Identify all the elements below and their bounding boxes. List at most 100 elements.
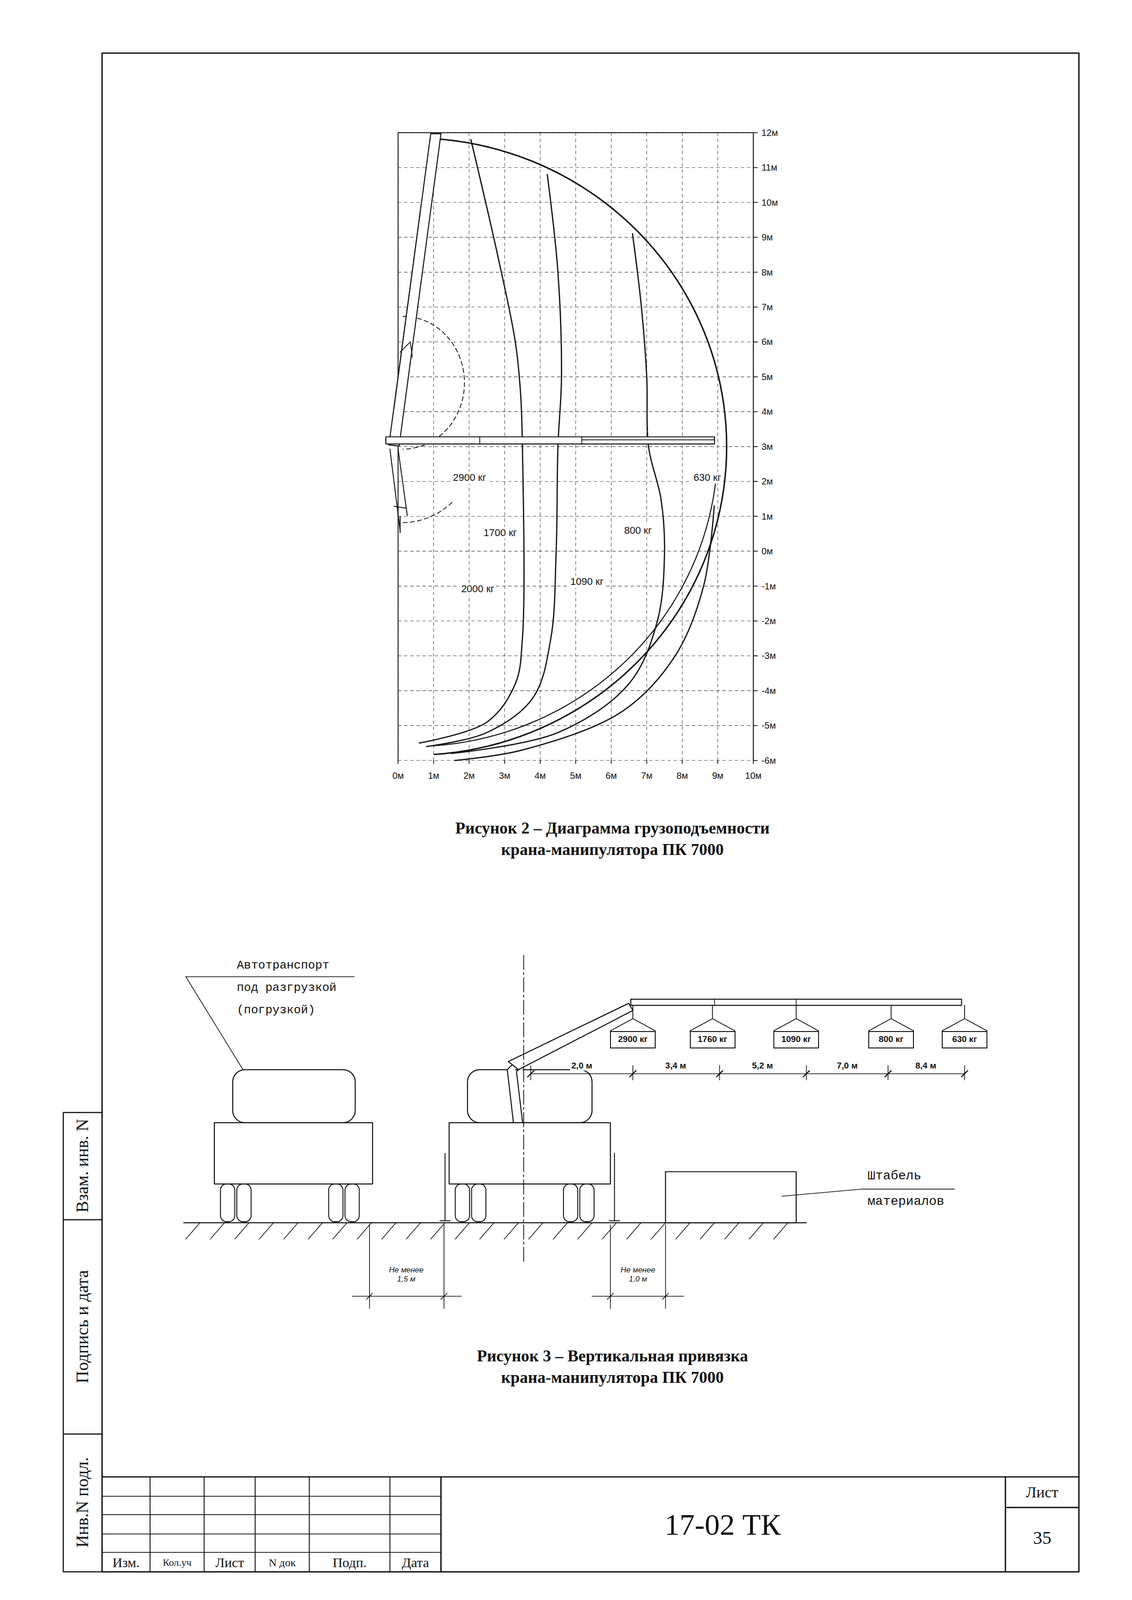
title-block-cell: Лист <box>215 1554 245 1571</box>
crane-placement-drawing <box>439 1153 620 1221</box>
axis-tick <box>681 760 683 764</box>
load-box: 800 кг <box>868 1031 914 1049</box>
title-block-cell: Подп. <box>332 1554 367 1571</box>
ground-hatch <box>430 1222 445 1240</box>
grid-line <box>397 237 754 238</box>
grid-line <box>397 341 754 343</box>
crane-placement-drawing <box>448 1122 611 1185</box>
load-curve <box>451 234 665 754</box>
ground-hatch <box>259 1222 274 1240</box>
ground-hatch <box>528 1222 543 1240</box>
grid-line <box>610 132 612 761</box>
crane-placement-drawing <box>344 1184 360 1222</box>
axis-label: 2м <box>463 770 475 782</box>
callout-text: Автотранспорт под разгрузкой (погрузкой) <box>236 954 343 1022</box>
axis-label: -6м <box>761 755 777 767</box>
grid-line <box>433 132 434 761</box>
ground-hatch <box>602 1222 617 1240</box>
load-value: 2900 кг <box>618 1034 648 1045</box>
axis-tick <box>432 760 434 764</box>
axis-label: 6м <box>605 770 617 782</box>
grid-line <box>397 271 754 273</box>
axis-label: 4м <box>534 770 546 782</box>
grid-line <box>397 411 754 413</box>
axis-label: 3м <box>761 441 773 453</box>
ground-hatch <box>749 1222 764 1240</box>
ground-hatch <box>308 1222 323 1240</box>
crane-placement-drawing <box>455 1184 470 1222</box>
slew-arc <box>403 500 454 523</box>
grid-line <box>397 306 754 308</box>
ground-hatch <box>700 1222 715 1240</box>
ground-hatch <box>185 1222 200 1240</box>
dimension-label: Не менее 1,0 м <box>615 1266 660 1284</box>
callout-text: Штабель материалов <box>867 1163 960 1215</box>
document-code: 17-02 ТК <box>664 1507 781 1544</box>
axis-tick <box>753 306 758 308</box>
crane-placement-drawing <box>236 1184 251 1222</box>
figure-caption: Рисунок 3 – Вертикальная привязка крана-… <box>474 1345 751 1389</box>
dimension-label: 8,4 м <box>913 1060 938 1071</box>
stamp-label: Взам. инв. N <box>72 1118 94 1213</box>
ground-hatch <box>675 1222 690 1240</box>
axis-label: -3м <box>761 650 777 662</box>
load-label: 2000 кг <box>459 583 496 595</box>
title-block-cell: N док <box>268 1556 296 1570</box>
grid-line <box>397 725 754 726</box>
crane-placement-drawing <box>523 955 525 1264</box>
crane-placement-drawing <box>665 1171 797 1223</box>
axis-tick <box>753 725 758 726</box>
ground-hatch <box>724 1222 739 1240</box>
axis-label: 1м <box>761 511 773 522</box>
load-label: 2900 кг <box>451 471 488 484</box>
axis-label: 0м <box>761 545 773 557</box>
axis-tick <box>539 760 541 764</box>
crane-placement-drawing <box>527 1070 968 1077</box>
boom-symbol <box>386 437 715 445</box>
title-block-cell: Лист <box>1026 1482 1059 1502</box>
ground-hatch <box>626 1222 642 1240</box>
ground-hatch <box>381 1222 397 1240</box>
boom-symbol <box>388 133 441 447</box>
load-box: 1760 кг <box>689 1031 736 1049</box>
grid-line <box>646 132 647 761</box>
axis-label: -1м <box>761 580 777 592</box>
crane-placement-drawing <box>185 1222 788 1240</box>
crane-placement-drawing <box>530 1065 965 1080</box>
axis-label: 7м <box>641 770 653 782</box>
load-value: 800 кг <box>878 1034 904 1045</box>
leader-line <box>185 976 355 978</box>
ground-hatch <box>577 1222 592 1240</box>
grid-line <box>469 132 470 761</box>
ground-hatch <box>210 1222 225 1240</box>
grid-line <box>397 690 754 691</box>
grid-line <box>397 620 754 621</box>
reach-envelope <box>434 138 727 755</box>
axis-label: 9м <box>761 231 773 243</box>
axis-tick <box>753 411 758 413</box>
crane-placement-drawing <box>220 1184 235 1222</box>
axis-label: -5м <box>761 719 777 731</box>
axis-tick <box>753 655 758 657</box>
load-box: 1090 кг <box>773 1031 820 1049</box>
axis-label: 6м <box>761 336 773 348</box>
stamp-label: Инв.N подл. <box>72 1457 94 1548</box>
axis-tick <box>753 446 758 448</box>
chart-axis <box>397 132 754 761</box>
sheet-graphics <box>63 52 1080 1572</box>
dimension-label: 2,0 м <box>569 1060 594 1071</box>
crane-placement-drawing <box>579 1184 595 1222</box>
axis-tick <box>753 760 758 762</box>
grid-line <box>397 551 754 552</box>
axis-label: 0м <box>392 770 404 782</box>
load-label: 1700 кг <box>482 526 519 539</box>
dimension-label: 3,4 м <box>663 1060 688 1071</box>
crane-placement-drawing <box>507 1061 523 1123</box>
axis-tick <box>468 760 470 764</box>
crane-placement-drawing <box>631 999 962 1006</box>
axis-label: 8м <box>761 266 773 278</box>
ground-hatch <box>332 1222 347 1240</box>
axis-tick <box>753 166 758 168</box>
load-box: 630 кг <box>941 1031 988 1049</box>
ground-hatch <box>455 1222 470 1240</box>
